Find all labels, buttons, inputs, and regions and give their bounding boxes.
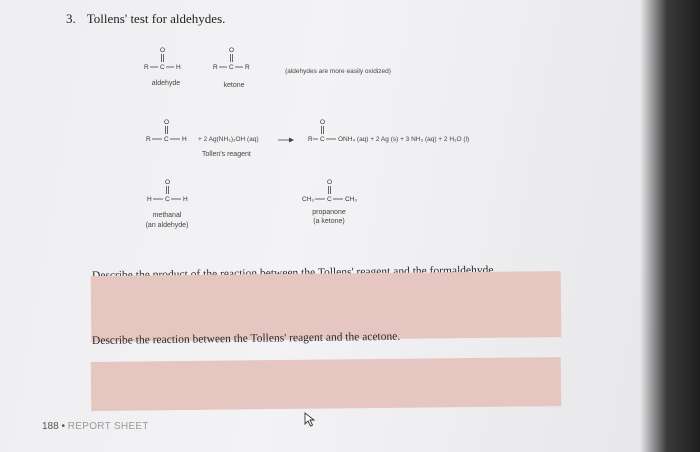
svg-text:CH₃: CH₃ <box>345 196 357 203</box>
section-number: 3. <box>66 11 76 26</box>
propanone-structure: O CH₃ C CH₃ <box>302 179 357 203</box>
section-heading: 3. Tollens' test for aldehydes. <box>66 11 225 27</box>
propanone-label: propanone <box>312 209 346 216</box>
svg-text:H: H <box>183 196 188 203</box>
svg-text:O: O <box>320 119 325 126</box>
aldehyde-label: aldehyde <box>151 80 181 87</box>
ketone-structure: O R C R <box>213 47 250 71</box>
methanal-structure: O H C H <box>147 179 188 203</box>
svg-text:R: R <box>308 136 313 143</box>
section-title: Tollens' test for aldehydes. <box>86 11 226 26</box>
svg-text:H: H <box>176 64 181 71</box>
reaction-reactant-structure: O R C H <box>146 119 187 143</box>
page-edge-shadow <box>640 0 700 452</box>
report-sheet-label: REPORT SHEET <box>67 421 149 432</box>
aldehyde-structure: O R C H <box>144 47 181 71</box>
ketone-label: ketone <box>223 82 245 89</box>
svg-text:C: C <box>164 136 169 143</box>
page-footer: 188 • REPORT SHEET <box>42 421 149 432</box>
svg-text:C: C <box>327 196 332 203</box>
svg-text:O: O <box>327 179 332 186</box>
tollens-reagent-label: Tollen's reagent <box>202 151 251 158</box>
reaction-arrow-icon <box>278 137 294 143</box>
reaction-product-structure: O R C <box>308 119 336 143</box>
svg-text:H: H <box>147 196 152 203</box>
svg-text:H: H <box>182 136 187 143</box>
oxidation-note: (aldehydes are more easily oxidized) <box>285 68 391 75</box>
svg-text:C: C <box>229 64 234 71</box>
methanal-class-label: (an aldehyde) <box>145 222 189 229</box>
svg-text:O: O <box>229 47 234 54</box>
methanal-label: methanal <box>152 212 182 219</box>
footer-bullet: • <box>61 421 65 432</box>
mouse-pointer-icon <box>304 412 316 427</box>
svg-text:CH₃: CH₃ <box>302 196 314 203</box>
svg-text:C: C <box>160 64 165 71</box>
worksheet-page: 3. Tollens' test for aldehydes. O R C H … <box>0 0 668 452</box>
reaction-products: ONH₄ (aq) + 2 Ag (s) + 3 NH₃ (aq) + 2 H₂… <box>338 136 470 143</box>
svg-text:O: O <box>164 119 169 126</box>
svg-text:O: O <box>160 47 165 54</box>
answer-box-acetone[interactable] <box>90 357 562 411</box>
propanone-class-label: (a ketone) <box>313 218 345 225</box>
page-number: 188 <box>42 421 59 432</box>
svg-text:R: R <box>245 64 250 71</box>
svg-text:R: R <box>146 136 151 143</box>
svg-text:C: C <box>320 136 325 143</box>
svg-text:R: R <box>144 64 149 71</box>
svg-text:O: O <box>165 179 170 186</box>
svg-text:R: R <box>213 64 218 71</box>
tollens-reagent-formula: + 2 Ag(NH₃)₂OH (aq) <box>198 136 259 143</box>
svg-text:C: C <box>165 196 170 203</box>
